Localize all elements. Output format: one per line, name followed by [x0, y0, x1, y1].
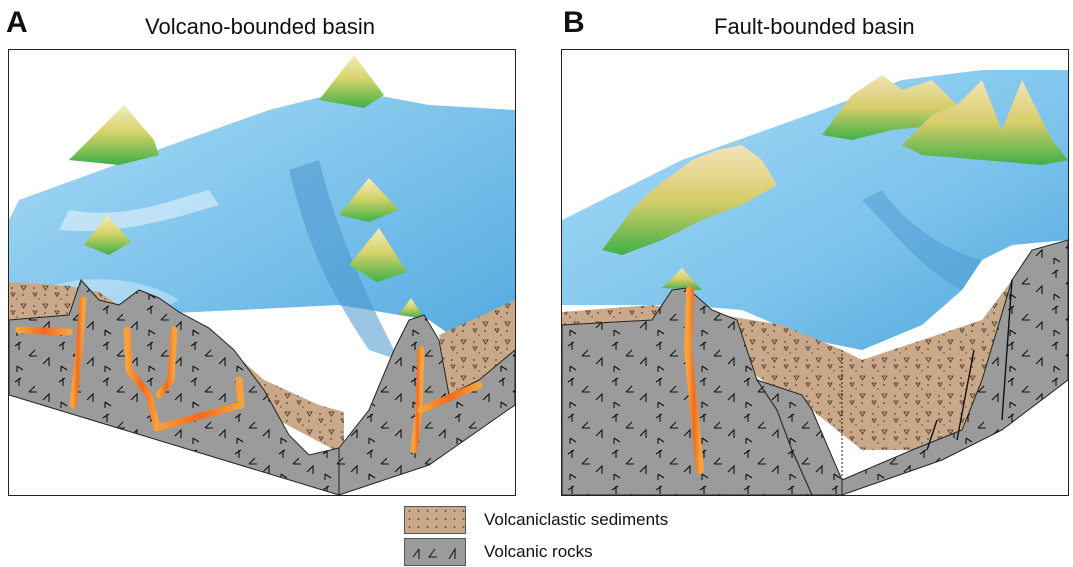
legend-item-volcanic-rocks: Volcanic rocks: [404, 538, 593, 566]
fault-bounded-basin-block: [562, 70, 1068, 495]
panel-a-title: Volcano-bounded basin: [145, 14, 375, 39]
fault-line: [956, 349, 975, 441]
volcanic-rock-body: [562, 287, 813, 495]
legend-label: Volcanic rocks: [484, 542, 593, 561]
magma-dikes: [15, 296, 483, 454]
panel-a-letter: A: [6, 6, 28, 39]
volcanic-peak: [902, 80, 1068, 165]
panel-b-diagram: [561, 49, 1069, 496]
fault-line: [926, 419, 938, 451]
magma-dike: [683, 286, 704, 474]
volcanic-ridge-range: [602, 145, 777, 255]
volcanic-peak: [349, 228, 407, 282]
volcano-bounded-basin-block: [9, 55, 515, 495]
relief-ridge: [862, 190, 982, 290]
panel-a-diagram: [8, 49, 516, 496]
relief-ridge: [59, 190, 219, 231]
fault-block: [755, 379, 843, 495]
panel-b-letter: B: [563, 6, 585, 39]
relief-ridge: [289, 160, 399, 360]
fault-line: [1001, 279, 1013, 421]
legend-label: Volcaniclastic sediments: [484, 510, 669, 529]
volcanic-peak: [319, 55, 384, 108]
volcanic-peak: [69, 105, 159, 165]
volcanic-rock-swatch: [404, 538, 466, 566]
volcanic-peak: [339, 178, 399, 222]
fault-block: [841, 239, 1068, 495]
sediment-layer: [439, 300, 515, 395]
volcanic-peak: [399, 298, 424, 318]
panel-b-title: Fault-bounded basin: [714, 14, 915, 39]
volcanic-peak: [84, 215, 131, 255]
volcanic-peak: [662, 268, 702, 290]
sediment-swatch: [404, 506, 466, 534]
legend-item-sediments: Volcaniclastic sediments: [404, 506, 668, 534]
